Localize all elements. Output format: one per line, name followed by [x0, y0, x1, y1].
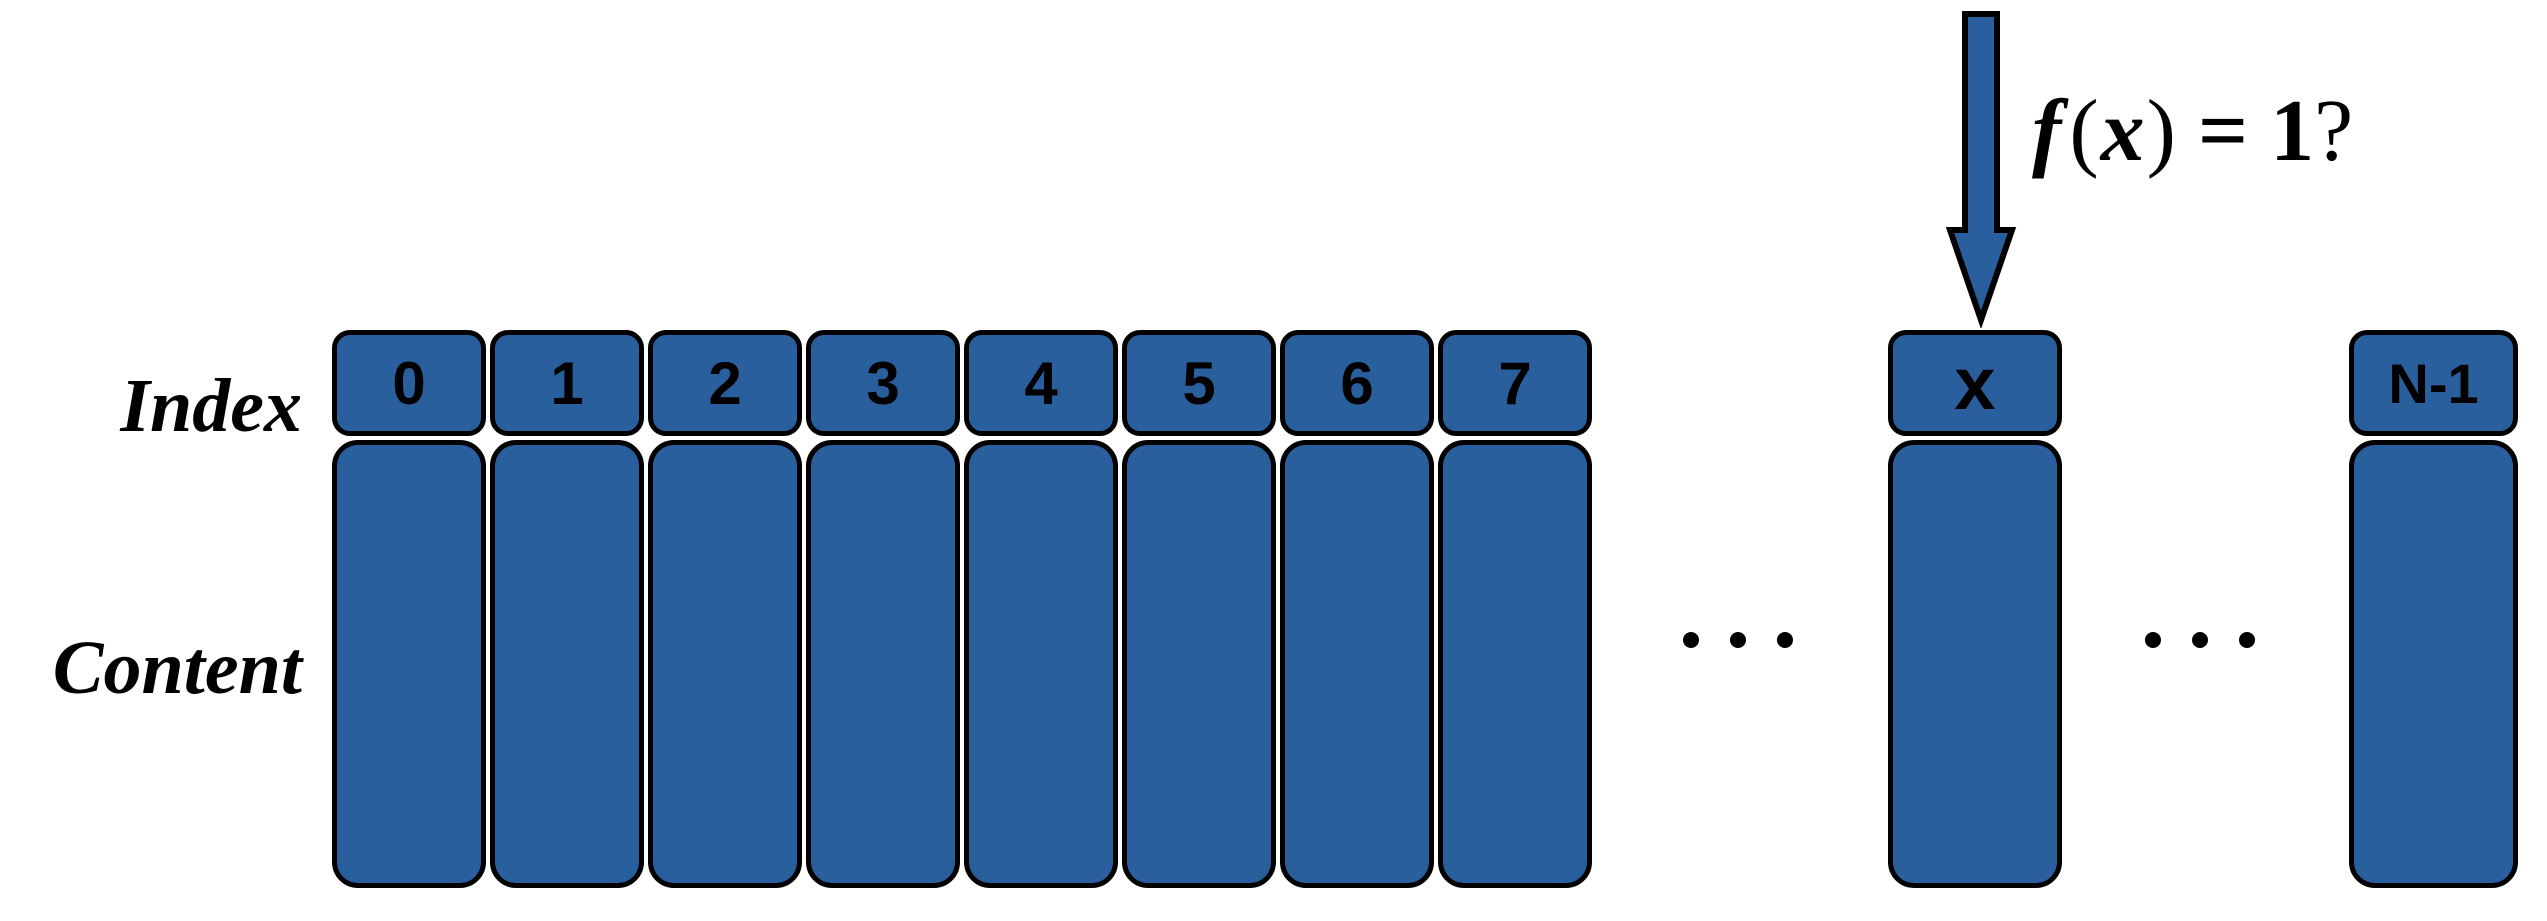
- content-cell: [490, 440, 644, 888]
- formula-question-mark: ?: [2314, 83, 2354, 180]
- index-cell: 2: [648, 330, 802, 436]
- formula-equals: =: [2197, 83, 2249, 180]
- index-row-label: Index: [120, 364, 302, 448]
- index-cell-label: 5: [1182, 349, 1216, 417]
- ellipsis-right-icon: [2145, 632, 2255, 648]
- index-cell-label: x: [1954, 341, 1996, 425]
- index-cell-label: 2: [708, 349, 742, 417]
- index-cell-label: 0: [392, 349, 426, 417]
- array-column-0: 0: [332, 330, 486, 888]
- formula-lparen: (: [2069, 83, 2099, 180]
- index-cell-label: N-1: [2388, 351, 2479, 415]
- content-cell: [1888, 440, 2062, 888]
- array-column-3: 3: [806, 330, 960, 888]
- index-cell-label: 7: [1498, 349, 1532, 417]
- content-cell: [964, 440, 1118, 888]
- content-row-label: Content: [52, 626, 302, 710]
- index-cell: 6: [1280, 330, 1434, 436]
- content-cell: [806, 440, 960, 888]
- index-cell: 1: [490, 330, 644, 436]
- ellipsis-left-icon: [1683, 632, 1793, 648]
- index-cell-label: 3: [866, 349, 900, 417]
- index-cell-x: x: [1888, 330, 2062, 436]
- dot-icon: [2192, 632, 2208, 648]
- array-column-2: 2: [648, 330, 802, 888]
- array-column-4: 4: [964, 330, 1118, 888]
- content-cell: [1280, 440, 1434, 888]
- oracle-query-formula: f(x)=1?: [2032, 83, 2354, 181]
- index-cell: 4: [964, 330, 1118, 436]
- index-cell-label: 1: [550, 349, 584, 417]
- formula-variable: x: [2100, 83, 2145, 180]
- formula-function: f: [2032, 83, 2062, 180]
- index-cell: 7: [1438, 330, 1592, 436]
- index-cell-label: 6: [1340, 349, 1374, 417]
- content-cell: [1122, 440, 1276, 888]
- array-column-n1: N-1: [2349, 330, 2518, 888]
- array-column-6: 6: [1280, 330, 1434, 888]
- content-cell: [648, 440, 802, 888]
- dot-icon: [2145, 632, 2161, 648]
- array-column-x: x: [1888, 330, 2062, 888]
- dot-icon: [1683, 632, 1699, 648]
- formula-value: 1: [2270, 83, 2315, 180]
- dot-icon: [1777, 632, 1793, 648]
- content-cell: [1438, 440, 1592, 888]
- index-cell: 5: [1122, 330, 1276, 436]
- down-arrow-icon: [1945, 11, 2017, 328]
- array-column-1: 1: [490, 330, 644, 888]
- index-cell-label: 4: [1024, 349, 1058, 417]
- index-cell: 3: [806, 330, 960, 436]
- array-column-7: 7: [1438, 330, 1592, 888]
- formula-rparen: ): [2146, 83, 2176, 180]
- array-column-5: 5: [1122, 330, 1276, 888]
- content-cell: [332, 440, 486, 888]
- dot-icon: [1730, 632, 1746, 648]
- dot-icon: [2239, 632, 2255, 648]
- content-cell: [2349, 440, 2518, 888]
- index-cell-n1: N-1: [2349, 330, 2518, 436]
- index-cell: 0: [332, 330, 486, 436]
